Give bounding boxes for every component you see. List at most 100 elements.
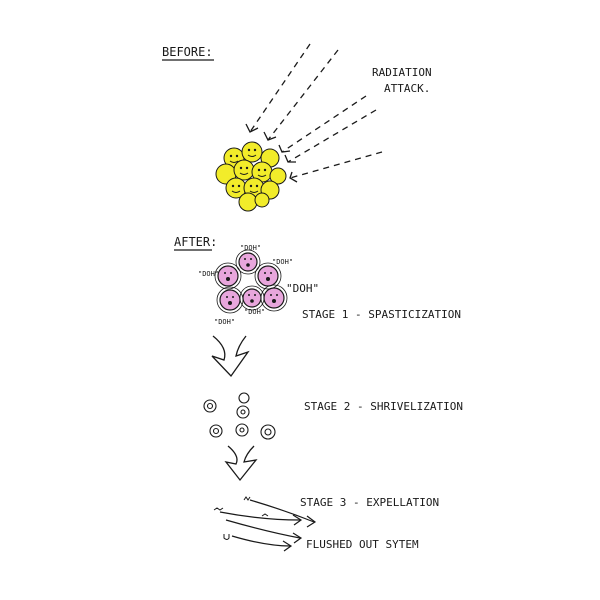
eye-dot — [245, 166, 249, 170]
shocked-mouth — [246, 263, 250, 267]
eye-dot — [229, 154, 233, 158]
attack-label-line2: ATTACK. — [384, 82, 430, 95]
healthy-cell — [254, 192, 270, 208]
shrivelled-cell — [260, 424, 276, 440]
arrowhead — [306, 515, 317, 528]
damaged-cell — [263, 287, 285, 309]
cell-exclamation: "DOH" — [244, 308, 265, 316]
eye-dot — [232, 296, 234, 298]
fragment — [261, 513, 269, 517]
cell-ring — [260, 284, 288, 312]
healthy-cell — [269, 167, 287, 185]
outcome-label: FLUSHED OUT SYTEM — [306, 538, 419, 551]
healthy-cell — [233, 159, 255, 181]
arrowhead — [289, 171, 298, 183]
eye-dot — [276, 294, 278, 296]
eye-dot — [248, 294, 250, 296]
shrivelled-cell — [240, 409, 246, 415]
radiation-ray — [249, 43, 311, 133]
cell-exclamation: "DOH" — [198, 270, 219, 278]
radiation-rays — [249, 43, 383, 179]
eye-dot — [249, 184, 253, 188]
expulsion-arrows — [219, 499, 317, 552]
eye-dot — [250, 258, 252, 260]
smile — [249, 190, 259, 193]
arrowhead — [245, 123, 259, 133]
radiation-ray — [267, 49, 339, 141]
shrivelled-cell — [236, 405, 250, 419]
expulsion-arrow — [219, 511, 301, 521]
healthy-cell-cluster — [215, 141, 287, 212]
damaged-cell — [238, 252, 258, 272]
eye-dot — [263, 168, 267, 172]
healthy-cell-smiles — [229, 154, 267, 193]
shrivelled-cell — [203, 399, 217, 413]
arrowhead — [278, 144, 291, 153]
after-heading: AFTER: — [174, 235, 217, 249]
eye-dot — [270, 272, 272, 274]
shrivelled-cell — [239, 427, 245, 433]
stage-2-label: STAGE 2 - SHRIVELIZATION — [304, 400, 463, 413]
expelled-fragments — [213, 496, 269, 540]
healthy-cell-faces — [229, 148, 267, 188]
healthy-cell — [238, 192, 258, 212]
expulsion-arrow — [231, 535, 291, 547]
smile — [257, 174, 267, 177]
radiation-ray — [281, 95, 367, 153]
expulsion-arrow — [225, 519, 301, 539]
smile — [229, 160, 239, 163]
smile — [247, 154, 257, 157]
damaged-cell — [257, 265, 279, 287]
shrivelled-cell — [212, 427, 220, 435]
shrivelled-cell-group — [203, 392, 276, 440]
eye-dot — [235, 154, 239, 158]
fragment — [213, 507, 224, 511]
cell-exclamation: "DOH" — [214, 318, 235, 326]
radiation-ray — [289, 151, 383, 179]
eye-dot — [247, 148, 251, 152]
cell-exclamation: "DOH" — [272, 258, 293, 266]
eye-dot — [253, 148, 257, 152]
arrowhead — [282, 540, 293, 552]
shocked-mouth — [228, 301, 232, 305]
eye-dot — [254, 294, 256, 296]
cell-ring — [214, 262, 242, 290]
stage-3-label: STAGE 3 - EXPELLATION — [300, 496, 439, 509]
cell-ring — [216, 286, 244, 314]
eye-dot — [230, 272, 232, 274]
eye-dot — [231, 184, 235, 188]
before-heading: BEFORE: — [162, 45, 213, 59]
eye-dot — [270, 294, 272, 296]
down-arrow-icon — [211, 335, 250, 378]
shrivelled-cell — [209, 424, 223, 438]
eye-dot — [255, 184, 259, 188]
arrowhead — [292, 514, 303, 526]
fragment — [223, 534, 230, 540]
smile — [239, 172, 249, 175]
healthy-cell — [241, 141, 263, 163]
radiation-ray — [287, 109, 377, 163]
shrivelled-cell — [235, 423, 249, 437]
cell-ring — [239, 285, 265, 311]
cell-exclamation: "DOH" — [286, 282, 319, 295]
attack-label-line1: RADIATION — [372, 66, 432, 79]
shocked-mouth — [226, 277, 230, 281]
arrowhead — [284, 154, 296, 163]
expulsion-arrow — [249, 499, 315, 523]
fragment — [243, 496, 251, 501]
cell-ring — [254, 262, 282, 290]
damaged-cell-rings — [214, 249, 288, 314]
shrivelled-cell — [206, 402, 214, 410]
damaged-cell — [219, 289, 241, 311]
shrivelled-cell — [264, 428, 272, 436]
cell-ring — [235, 249, 261, 275]
damaged-cell-faces — [224, 258, 278, 305]
arrowhead — [263, 131, 277, 141]
eye-dot — [264, 272, 266, 274]
shrivelled-cell — [238, 392, 250, 404]
shocked-mouth — [266, 277, 270, 281]
damaged-cell — [217, 265, 239, 287]
stage-1-label: STAGE 1 - SPASTICIZATION — [302, 308, 461, 321]
damaged-cell — [242, 288, 262, 308]
